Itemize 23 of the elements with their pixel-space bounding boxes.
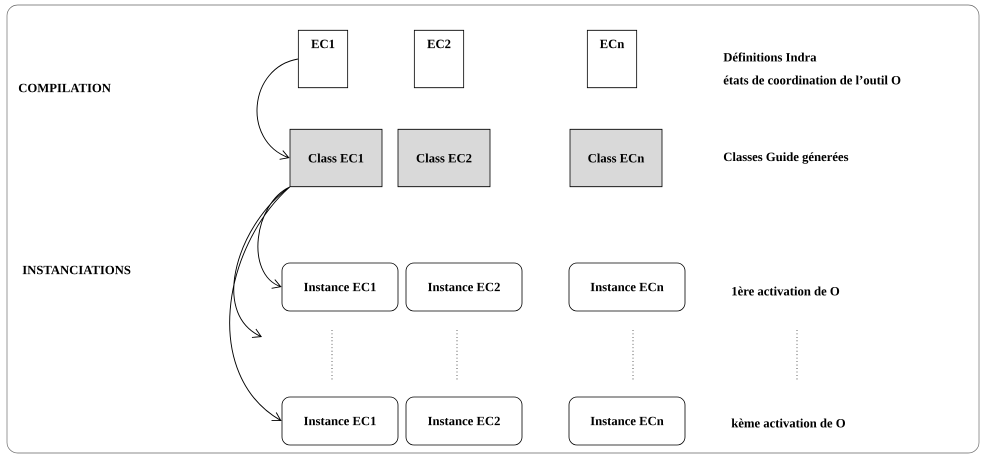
class-box: Class ECn [570, 128, 662, 188]
instance-box: Instance EC1 [282, 396, 398, 446]
document-box: ECn [586, 30, 638, 88]
arrow [233, 186, 290, 338]
arrow [257, 186, 290, 289]
description-text: kème activation de O [732, 418, 845, 428]
arrow [256, 58, 298, 160]
instance-box: Instance EC1 [282, 262, 398, 312]
class-box: Class EC2 [398, 128, 490, 188]
instance-box: Instance EC2 [406, 396, 522, 446]
arrow [230, 186, 290, 422]
description-text: Définitions Indra [724, 52, 816, 62]
document-box: EC1 [298, 30, 348, 88]
class-box: Class EC1 [290, 128, 382, 188]
description-text: Classes Guide génerées [724, 152, 848, 164]
description-text: 1ère activation de O [732, 286, 840, 296]
document-box: EC2 [414, 30, 464, 88]
phase-label: COMPILATION [18, 84, 111, 92]
description-text: états de coordination de l’outil O [724, 76, 900, 84]
instance-box: Instance ECn [568, 262, 686, 312]
instance-box: Instance ECn [568, 396, 686, 446]
phase-label: INSTANCIATIONS [22, 266, 130, 274]
instance-box: Instance EC2 [406, 262, 522, 312]
